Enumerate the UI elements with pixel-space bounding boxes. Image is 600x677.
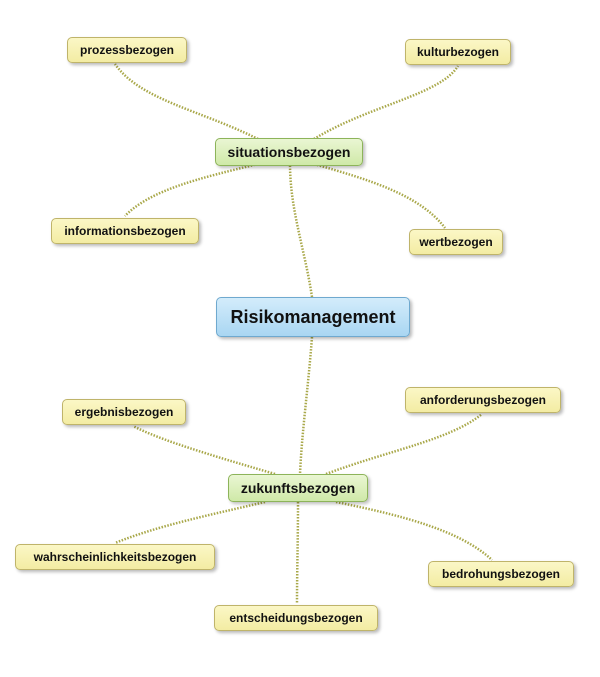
leaf-node-wertbezogen[interactable]: wertbezogen [409, 229, 503, 255]
leaf-node-anforderungsbezogen[interactable]: anforderungsbezogen [405, 387, 561, 413]
connector-zukunftsbezogen-anforderungsbezogen [325, 413, 483, 476]
leaf-node-bedrohungsbezogen[interactable]: bedrohungsbezogen [428, 561, 574, 587]
leaf-node-informationsbezogen[interactable]: informationsbezogen [51, 218, 199, 244]
branch-node-situationsbezogen[interactable]: situationsbezogen [215, 138, 363, 166]
connector-root-zukunftsbezogen [298, 336, 314, 475]
leaf-node-kulturbezogen[interactable]: kulturbezogen [405, 39, 511, 65]
connector-situationsbezogen-kulturbezogen [313, 65, 460, 141]
branch-node-zukunftsbezogen[interactable]: zukunftsbezogen [228, 474, 368, 502]
connector-zukunftsbezogen-wahrscheinlichkeitsbezogen [114, 500, 266, 545]
connector-zukunftsbezogen-ergebnisbezogen [132, 424, 276, 476]
connector-situationsbezogen-informationsbezogen [124, 162, 259, 217]
connector-root-situationsbezogen [288, 163, 314, 298]
connector-zukunftsbezogen-bedrohungsbezogen [335, 500, 493, 561]
leaf-node-ergebnisbezogen[interactable]: ergebnisbezogen [62, 399, 186, 425]
connector-situationsbezogen-wertbezogen [313, 162, 446, 229]
leaf-node-entscheidungsbezogen[interactable]: entscheidungsbezogen [214, 605, 378, 631]
connector-situationsbezogen-prozessbezogen [113, 63, 259, 141]
root-node[interactable]: Risikomanagement [216, 297, 410, 337]
leaf-node-wahrscheinlichkeitsbezogen[interactable]: wahrscheinlichkeitsbezogen [15, 544, 215, 570]
connector-zukunftsbezogen-entscheidungsbezogen [295, 501, 300, 605]
leaf-node-prozessbezogen[interactable]: prozessbezogen [67, 37, 187, 63]
